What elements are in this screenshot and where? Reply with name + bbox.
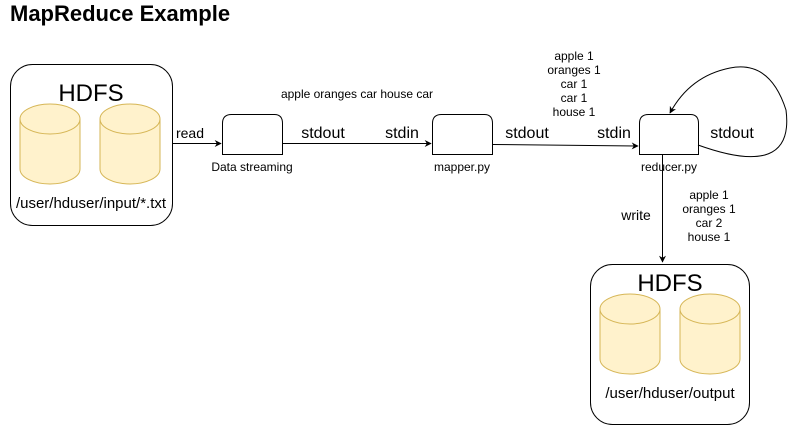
- mapper-node[interactable]: mapper.py: [432, 114, 493, 175]
- streaming-stdout-label: stdout: [301, 125, 345, 142]
- input-cylinder-2: [99, 103, 161, 185]
- input-text-label: apple oranges car house car: [281, 87, 433, 101]
- output-hdfs-label: HDFS: [637, 270, 702, 297]
- reducer-node[interactable]: reducer.py: [639, 114, 699, 175]
- reducer-loop-arrow: [669, 66, 788, 158]
- mapper-stdin-label: stdin: [385, 125, 419, 142]
- reducer-stdout-label: stdout: [710, 125, 754, 142]
- reducer-output-text: apple 1 oranges 1 car 2 house 1: [682, 188, 736, 244]
- input-hdfs-store[interactable]: HDFS /user/hduser/input/*.txt: [10, 64, 173, 226]
- output-hdfs-store[interactable]: HDFS /user/hduser/output: [590, 264, 750, 425]
- diagram-title: MapReduce Example: [10, 1, 230, 26]
- write-label: write: [620, 207, 651, 223]
- reducer-output-line: oranges 1: [682, 202, 736, 216]
- input-path-label: /user/hduser/input/*.txt: [16, 195, 167, 212]
- reducer-stdin-label: stdin: [597, 125, 631, 142]
- reducer-output-line: house 1: [688, 230, 731, 244]
- input-cylinder-1: [19, 103, 81, 185]
- mapper-stdout-label: stdout: [505, 125, 549, 142]
- output-cylinder-1: [599, 293, 661, 375]
- mapper-output-line: house 1: [553, 105, 596, 119]
- reducer-output-line: car 2: [696, 216, 723, 230]
- data-streaming-label: Data streaming: [211, 160, 292, 174]
- mapper-output-line: oranges 1: [547, 63, 601, 77]
- output-cylinder-2: [679, 293, 741, 375]
- input-hdfs-label: HDFS: [58, 80, 123, 107]
- mapper-output-line: car 1: [561, 91, 588, 105]
- mapper-output-line: car 1: [561, 77, 588, 91]
- data-streaming-node[interactable]: Data streaming: [211, 114, 293, 175]
- reducer-output-line: apple 1: [689, 188, 729, 202]
- read-label: read: [176, 125, 204, 141]
- reducer-label: reducer.py: [641, 160, 697, 174]
- mapper-label: mapper.py: [434, 160, 490, 174]
- mapper-output-text: apple 1 oranges 1 car 1 car 1 house 1: [547, 49, 601, 119]
- mapper-output-line: apple 1: [554, 49, 594, 63]
- output-path-label: /user/hduser/output: [605, 385, 735, 402]
- mapper-to-reducer-arrow: [492, 142, 639, 150]
